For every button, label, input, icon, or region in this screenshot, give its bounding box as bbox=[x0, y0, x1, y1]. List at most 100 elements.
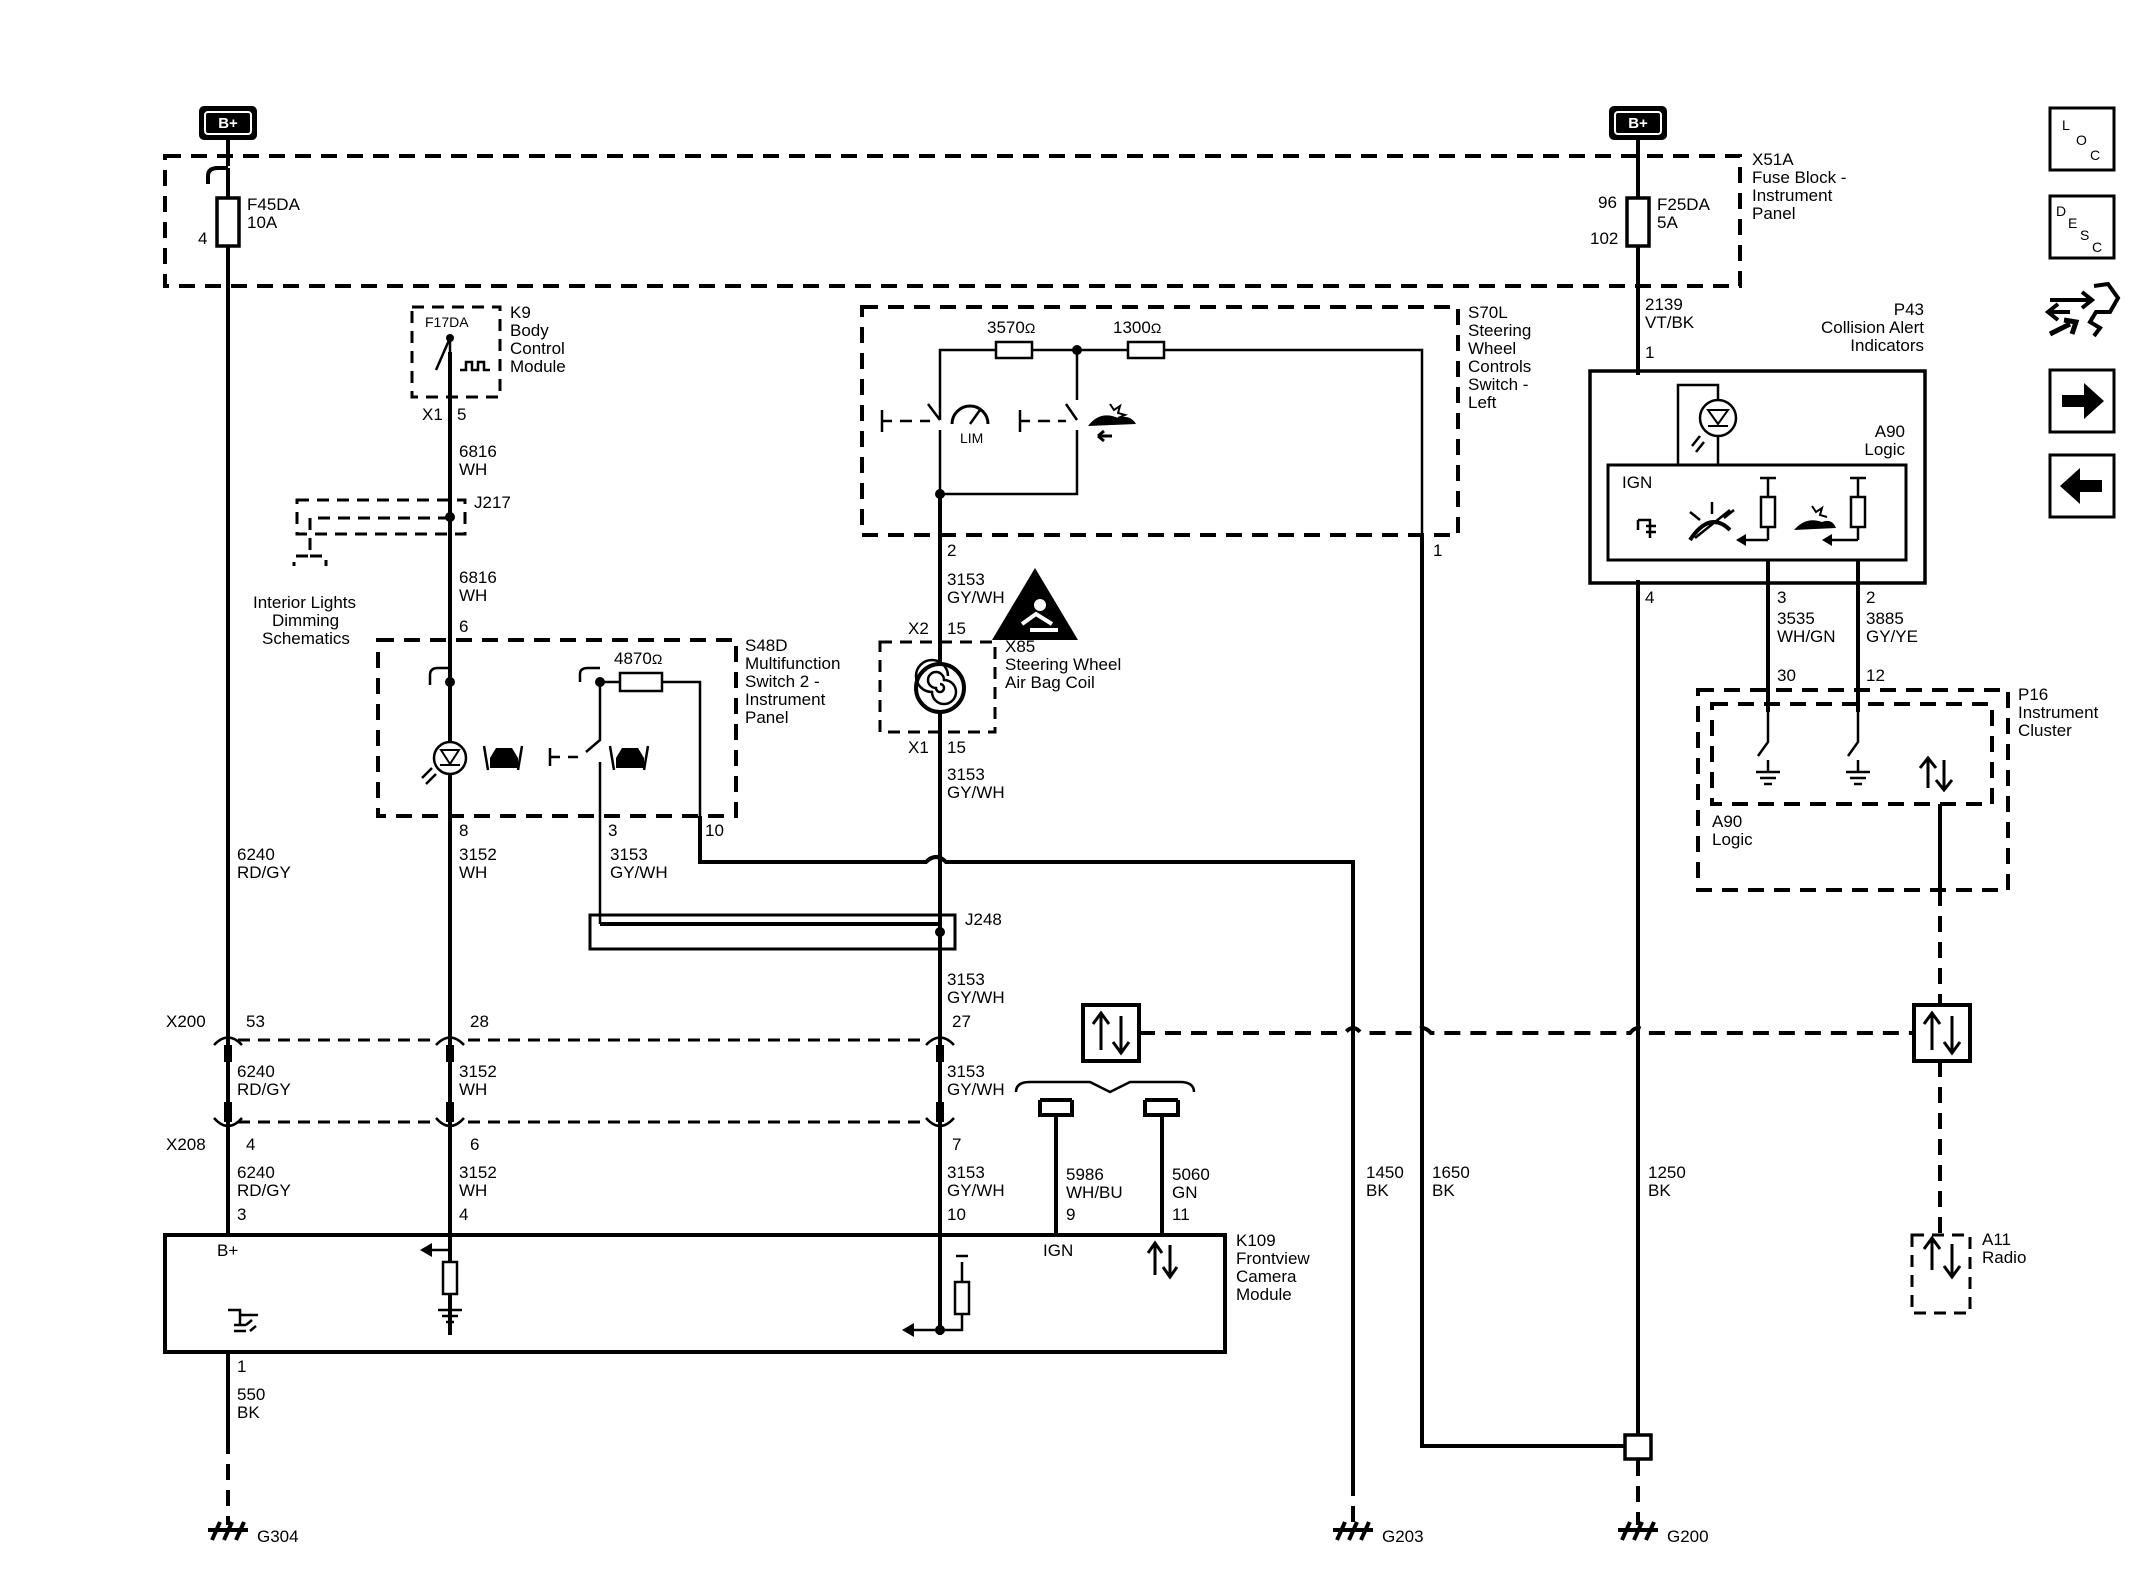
bcm-name-2: Control bbox=[510, 339, 565, 358]
x208-label: X208 bbox=[166, 1135, 206, 1154]
p43-pin-1: 1 bbox=[1645, 343, 1654, 362]
bplus-left-label: B+ bbox=[218, 115, 238, 132]
p43-id: P43 bbox=[1894, 300, 1924, 319]
fuse-left-symbol bbox=[215, 196, 241, 248]
x85-id: X85 bbox=[1005, 637, 1035, 656]
k109-pulldown-ground bbox=[438, 1294, 462, 1324]
fuse-left-rating: 10A bbox=[247, 213, 278, 232]
k109-name-3: Module bbox=[1236, 1285, 1292, 1304]
s70l-name-3: Controls bbox=[1468, 357, 1531, 376]
s70l-network bbox=[938, 348, 1424, 535]
k109-ground-symbol bbox=[228, 1308, 258, 1333]
p16-data-box bbox=[1912, 1003, 1972, 1063]
p43-outline bbox=[1588, 369, 1927, 585]
k109-pulldown-resistor bbox=[441, 1260, 459, 1296]
arrow-left-icon bbox=[2060, 468, 2102, 504]
s70l-resistor-1 bbox=[994, 340, 1034, 360]
s70l-switches bbox=[927, 403, 1079, 496]
s48d-resistor bbox=[618, 671, 664, 693]
wire-3152b-num: 3152 bbox=[459, 1062, 497, 1081]
k109-ign: IGN bbox=[1043, 1241, 1073, 1260]
fuse-block-name-2: Instrument bbox=[1752, 186, 1833, 205]
g200-ground-icon bbox=[1618, 1521, 1658, 1541]
location-button[interactable]: L O C bbox=[2048, 106, 2116, 172]
s48d-name-3: Instrument bbox=[745, 690, 826, 709]
interior-lights-3: Schematics bbox=[262, 629, 350, 648]
wire-5986-color: WH/BU bbox=[1066, 1183, 1123, 1202]
loc-letter-o: O bbox=[2076, 132, 2087, 148]
k109-ign-clip bbox=[1038, 1098, 1074, 1117]
bcm-id: K9 bbox=[510, 303, 531, 322]
loc-letter-c: C bbox=[2090, 147, 2100, 163]
p43-pin-4: 4 bbox=[1645, 588, 1654, 607]
wire-2139-num: 2139 bbox=[1645, 295, 1683, 314]
s70l-name-5: Left bbox=[1468, 393, 1497, 412]
headlight-beam-icon bbox=[1688, 502, 1735, 542]
x85-x1: X1 bbox=[908, 738, 929, 757]
wire-1650-num: 1650 bbox=[1432, 1163, 1470, 1182]
lane-assist-car-icon bbox=[482, 745, 524, 771]
bcm-breaker-symbol bbox=[434, 337, 490, 372]
wire-3153c-color: GY/WH bbox=[947, 783, 1005, 802]
fuse-right-rating: 5A bbox=[1657, 213, 1678, 232]
next-page-button[interactable] bbox=[2048, 368, 2116, 434]
desc-letter-s: S bbox=[2080, 227, 2089, 243]
wire-3153f-color: GY/WH bbox=[947, 1181, 1005, 1200]
radio-outline bbox=[1910, 1233, 1972, 1315]
indicator-lamp-icon bbox=[432, 740, 468, 776]
s48d-clip-right bbox=[578, 666, 600, 682]
g200-splice bbox=[1623, 1433, 1653, 1461]
fuse-block-name-3: Panel bbox=[1752, 204, 1795, 223]
p43-ign-ground bbox=[1636, 518, 1656, 538]
wire-3152a-color: WH bbox=[459, 863, 487, 882]
s70l-id: S70L bbox=[1468, 303, 1508, 322]
x85-x2: X2 bbox=[908, 619, 929, 638]
connector-repair-button[interactable] bbox=[2044, 281, 2121, 338]
wire-3153d-color: GY/WH bbox=[947, 988, 1005, 1007]
g304-ground-icon bbox=[208, 1521, 248, 1541]
previous-page-button[interactable] bbox=[2048, 453, 2116, 519]
s48d-pin-6: 6 bbox=[459, 617, 468, 636]
s70l-outline bbox=[860, 305, 1460, 537]
p16-data-arrows-icon-2 bbox=[1922, 1010, 1962, 1056]
p16-switch-2 bbox=[1846, 712, 1870, 786]
wire-550-num: 550 bbox=[237, 1385, 265, 1404]
s48d-name-2: Switch 2 - bbox=[745, 672, 820, 691]
wire-6240b-num: 6240 bbox=[237, 1062, 275, 1081]
p16-pin-30: 30 bbox=[1777, 666, 1796, 685]
wire-5060-color: GN bbox=[1172, 1183, 1198, 1202]
interior-lights-2: Dimming bbox=[272, 611, 339, 630]
s48d-pin-10: 10 bbox=[705, 821, 724, 840]
wire-6240a-color: RD/GY bbox=[237, 863, 291, 882]
x85-x1-pin: 15 bbox=[947, 738, 966, 757]
bplus-right: B+ bbox=[1609, 106, 1667, 140]
x208-pin-4: 4 bbox=[246, 1135, 255, 1154]
x85-outline bbox=[878, 640, 997, 734]
p43-pin-2: 2 bbox=[1866, 588, 1875, 607]
s48d-outline bbox=[376, 638, 738, 818]
k109-id: K109 bbox=[1236, 1231, 1276, 1250]
k109-pullup-resistor bbox=[953, 1280, 971, 1316]
g304-label: G304 bbox=[257, 1527, 299, 1546]
wire-3885-num: 3885 bbox=[1866, 609, 1904, 628]
fuse-left-id: F45DA bbox=[247, 195, 301, 214]
p43-drv-1-leads bbox=[1760, 476, 1776, 540]
wire-3535-color: WH/GN bbox=[1777, 627, 1836, 646]
j217-outline bbox=[295, 498, 467, 536]
wire-3535-num: 3535 bbox=[1777, 609, 1815, 628]
description-button[interactable]: D E S C bbox=[2048, 194, 2116, 260]
wire-3885-color: GY/YE bbox=[1866, 627, 1918, 646]
k109-outline bbox=[163, 1233, 1227, 1354]
k109-pin-11: 11 bbox=[1172, 1205, 1190, 1224]
j217-branch bbox=[292, 516, 450, 566]
s48d-switch-actuator bbox=[548, 748, 578, 766]
wire-1250-color: BK bbox=[1648, 1181, 1671, 1200]
k109-pin-9: 9 bbox=[1066, 1205, 1075, 1224]
radio-data-arrows-icon bbox=[1922, 1235, 1962, 1280]
x85-name-2: Air Bag Coil bbox=[1005, 673, 1095, 692]
wire-1250-num: 1250 bbox=[1648, 1163, 1686, 1182]
x200-pin-28: 28 bbox=[470, 1012, 489, 1031]
p43-logic-box bbox=[1606, 463, 1908, 562]
p43-lamp-rays bbox=[1691, 435, 1720, 465]
wire-3153a-num: 3153 bbox=[610, 845, 648, 864]
